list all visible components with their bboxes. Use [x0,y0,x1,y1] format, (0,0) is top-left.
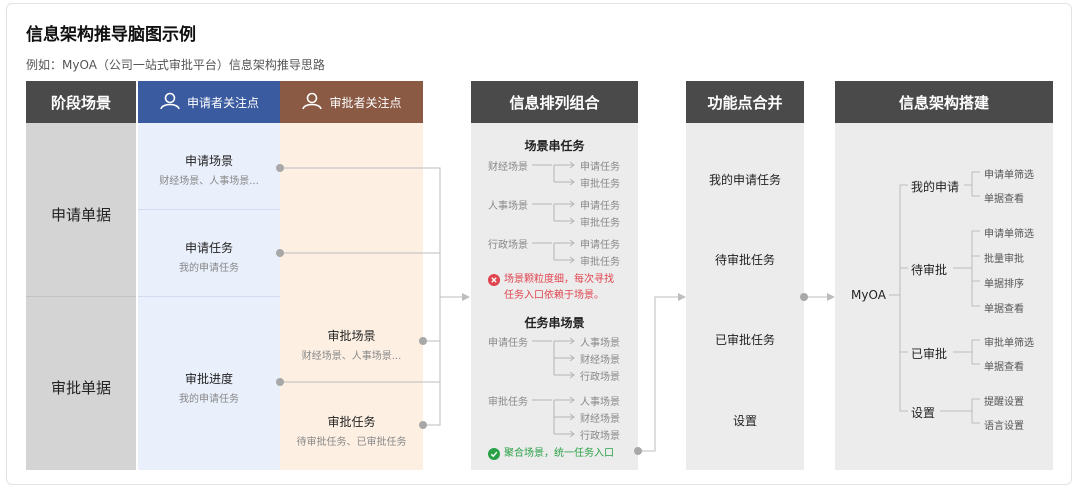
applicant-item: 申请任务 我的申请任务 [138,239,280,274]
approver-item-sub: 待审批任务、已审批任务 [296,437,407,448]
header-merge: 功能点合并 [686,81,804,123]
applicant-item: 申请场景 财经场景、人事场景... [138,152,280,187]
user-icon [301,92,323,113]
combo-to: 人事场景 [580,338,620,349]
combo-to: 财经场景 [580,414,620,425]
combo-to: 申请任务 [580,240,620,251]
combo-error-line2: 任务入口依赖于场景。 [504,290,604,301]
tree-leaf: 语言设置 [984,421,1024,432]
tree-leaf: 单据查看 [984,362,1024,373]
combo-ok-text: 聚合场景，统一任务入口 [504,448,614,459]
approver-item-title: 审批任务 [327,415,376,429]
header-combo: 信息排列组合 [471,81,638,123]
combo-section2-title: 任务串场景 [524,316,585,330]
approver-item: 审批任务 待审批任务、已审批任务 [280,413,423,448]
build-column [835,123,1053,470]
combo-from: 财经场景 [488,162,528,173]
combo-from: 审批任务 [488,397,528,408]
page-title: 信息架构推导脑图示例 [26,25,196,45]
stage-divider [26,296,136,297]
header-stage: 阶段场景 [26,81,136,123]
combo-from: 人事场景 [488,201,528,212]
header-combo-label: 信息排列组合 [509,93,600,112]
combo-to: 申请任务 [580,162,620,173]
applicant-item-title: 申请任务 [184,241,233,255]
combo-to: 审批任务 [580,257,620,268]
check-icon [488,445,500,464]
header-applicant: 申请者关注点 [138,81,280,123]
merge-item: 已审批任务 [714,333,775,347]
merge-item: 我的申请任务 [708,173,781,187]
tree-leaf: 单据查看 [984,194,1024,205]
applicant-item-sub: 我的申请任务 [179,394,239,405]
combo-section1-title: 场景串任务 [524,139,585,153]
merge-item: 待审批任务 [714,253,775,267]
tree-leaf: 单据排序 [984,279,1024,290]
tree-node: 设置 [911,406,936,420]
merge-column [686,123,804,470]
approver-item: 审批场景 财经场景、人事场景... [280,327,423,362]
combo-to: 行政场景 [580,431,620,442]
header-merge-label: 功能点合并 [707,93,783,112]
applicant-item: 审批进度 我的申请任务 [138,370,280,405]
approver-column [280,123,423,470]
combo-to: 审批任务 [580,179,620,190]
combo-to: 行政场景 [580,372,620,383]
tree-leaf: 申请单筛选 [984,229,1034,240]
approver-item-sub: 财经场景、人事场景... [301,351,402,362]
combo-to: 申请任务 [580,201,620,212]
header-approver: 审批者关注点 [280,81,423,123]
tree-leaf: 批量审批 [984,254,1024,265]
tree-leaf: 审批单筛选 [984,338,1034,349]
header-approver-label: 审批者关注点 [329,95,402,110]
tree-node: 已审批 [911,347,948,361]
page-subtitle: 例如：MyOA（公司一站式审批平台）信息架构推导思路 [26,58,325,72]
tree-leaf: 单据查看 [984,304,1024,315]
applicant-item-title: 审批进度 [184,372,233,386]
approver-item-title: 审批场景 [327,329,376,343]
header-stage-label: 阶段场景 [50,93,111,112]
applicant-item-sub: 财经场景、人事场景... [159,176,259,187]
combo-from: 申请任务 [488,338,528,349]
tree-leaf: 提醒设置 [984,397,1024,408]
stage-apply: 申请单据 [50,206,111,224]
applicant-item-title: 申请场景 [184,154,233,168]
error-icon [488,271,500,290]
tree-node: 待审批 [911,263,948,277]
combo-from: 行政场景 [488,240,528,251]
user-icon [159,92,181,113]
combo-to: 审批任务 [580,218,620,229]
tree-node: 我的申请 [911,180,960,194]
merge-item: 设置 [732,414,757,428]
applicant-item-sub: 我的申请任务 [179,263,239,274]
header-build-label: 信息架构搭建 [898,93,989,112]
header-build: 信息架构搭建 [835,81,1053,123]
applicant-divider-2 [138,296,280,297]
combo-error-line1: 场景颗粒度细，每次寻找 [504,274,614,285]
combo-to: 财经场景 [580,355,620,366]
applicant-divider-1 [138,209,280,210]
tree-root: MyOA [851,288,886,302]
combo-to: 人事场景 [580,397,620,408]
header-applicant-label: 申请者关注点 [186,95,259,110]
tree-leaf: 申请单筛选 [984,170,1034,181]
stage-approve: 审批单据 [50,379,111,397]
